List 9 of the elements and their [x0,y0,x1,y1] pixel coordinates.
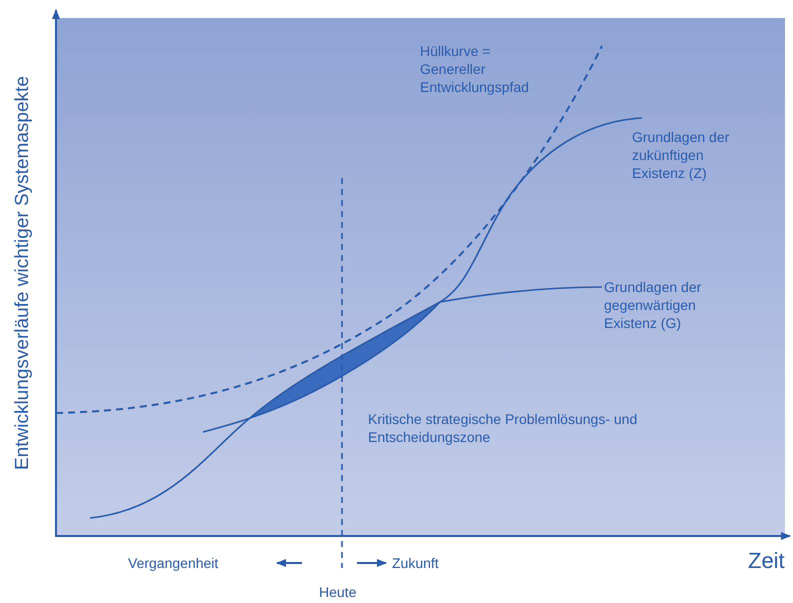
curve-label: Grundlagen der gegenwärtigen Existenz (G) [604,278,702,332]
curve-label: Hüllkurve = Genereller Entwicklungspfad [420,42,530,96]
zone-label: Kritische strategische Problemlösungs- und Entscheidungszone [368,410,638,446]
curve-label: Grundlagen der zukünftigen Existenz (Z) [632,128,730,182]
today-label: Heute [319,583,356,601]
axis-label: Zeit [748,548,785,574]
axis-label: Entwicklungsverläufe wichtiger Systemaspekte [12,75,34,472]
direction-label: Zukunft [392,554,439,572]
direction-label: Vergangenheit [128,554,218,572]
